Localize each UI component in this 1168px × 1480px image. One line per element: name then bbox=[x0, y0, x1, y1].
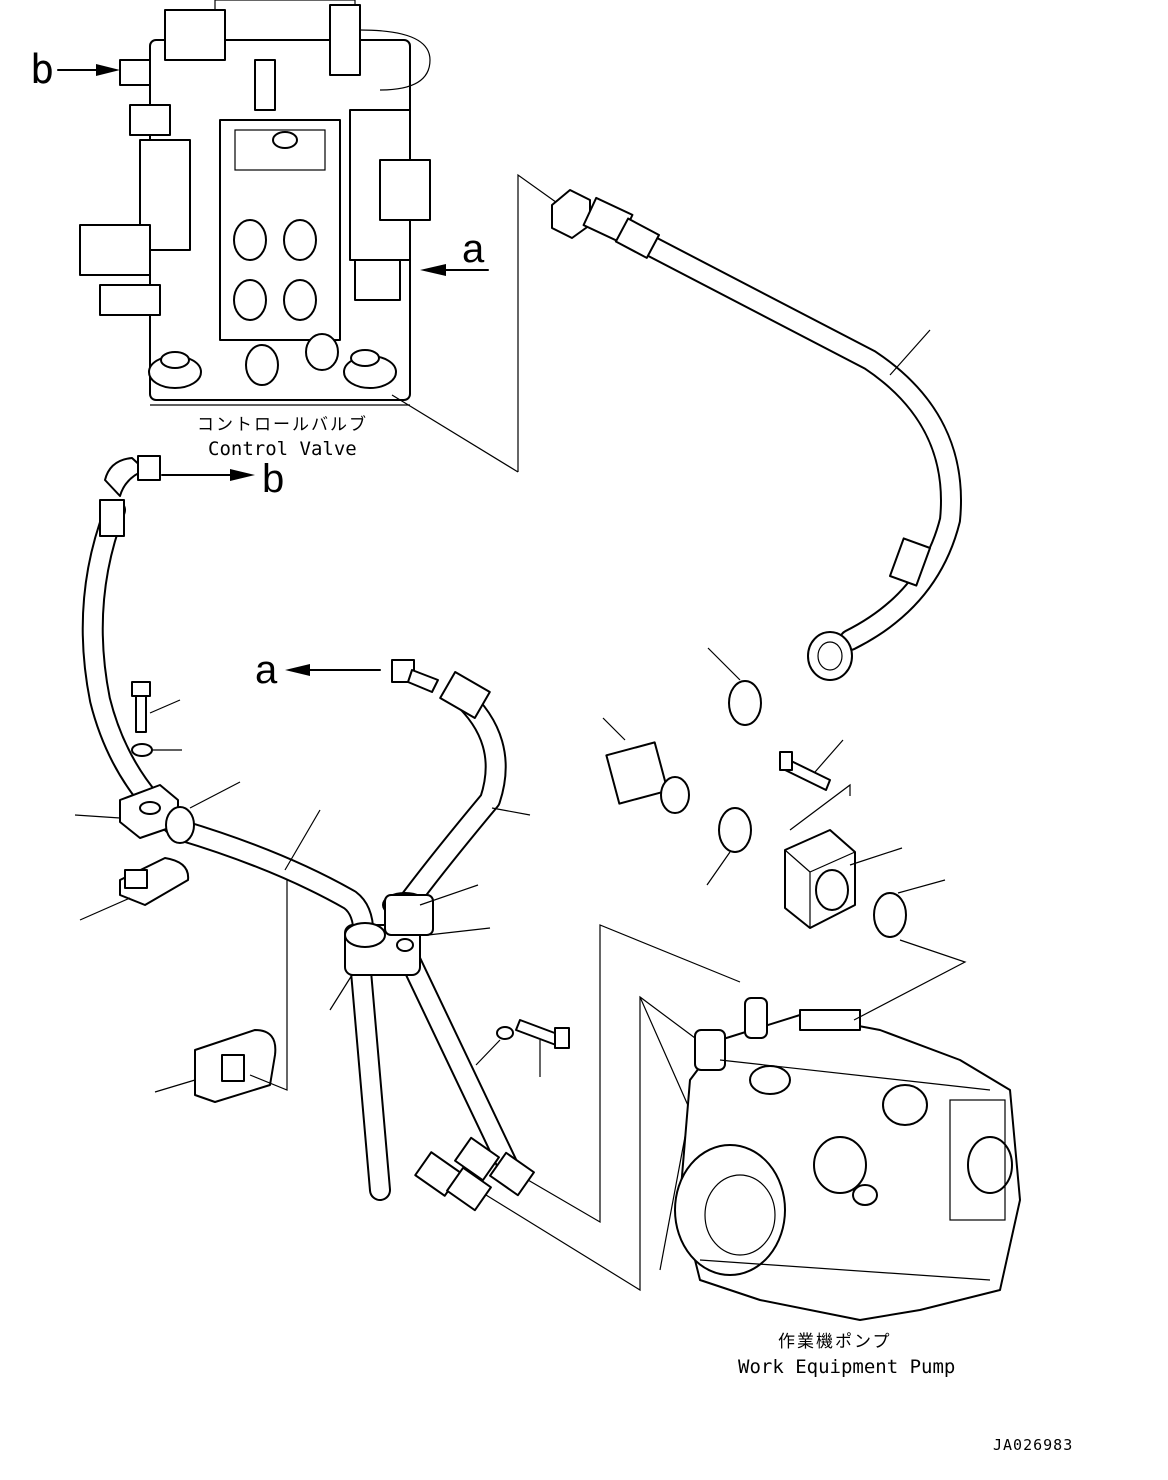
leader-valve-to-hose bbox=[391, 394, 519, 473]
ref-label-a-valve: a bbox=[462, 227, 485, 271]
ref-arrow-a-hose bbox=[285, 664, 381, 676]
clamp-bracket-lower bbox=[154, 880, 288, 1103]
ref-label-b-hose: b bbox=[262, 457, 284, 501]
bolt-lower bbox=[515, 1019, 570, 1077]
bolt-top bbox=[131, 681, 181, 733]
split-flange bbox=[784, 829, 903, 929]
washer-lower bbox=[475, 1026, 514, 1066]
ref-label-b-top: b bbox=[30, 47, 54, 93]
ref-arrow-b-top bbox=[57, 64, 120, 76]
o-ring-2 bbox=[706, 807, 752, 886]
control-valve-label-en: Control Valve bbox=[208, 438, 357, 460]
ref-label-a-hose: a bbox=[255, 648, 278, 692]
washer-top bbox=[131, 743, 182, 757]
ref-arrow-a-valve bbox=[420, 264, 489, 276]
o-ring-1 bbox=[707, 647, 762, 726]
elbow-adapter bbox=[602, 717, 690, 814]
control-valve-label-jp: コントロールバルブ bbox=[197, 414, 368, 435]
flange-bolt bbox=[779, 739, 844, 791]
hose-long-upper bbox=[517, 173, 962, 681]
hose-fittings-lower bbox=[414, 924, 741, 1292]
work-equipment-pump-illustration bbox=[639, 939, 1021, 1321]
clamp-block-upper bbox=[74, 781, 241, 844]
pump-label-en: Work Equipment Pump bbox=[738, 1356, 955, 1378]
o-ring-3 bbox=[873, 879, 946, 938]
pump-label-jp: 作業機ポンプ bbox=[778, 1332, 892, 1352]
clamp-double bbox=[329, 884, 491, 1011]
clamp-bracket-upper bbox=[79, 857, 190, 921]
control-valve-illustration bbox=[79, 0, 431, 406]
drawing-code: JA026983 bbox=[993, 1436, 1073, 1454]
leader-flange bbox=[789, 783, 851, 831]
ref-arrow-b-hose bbox=[161, 469, 255, 481]
